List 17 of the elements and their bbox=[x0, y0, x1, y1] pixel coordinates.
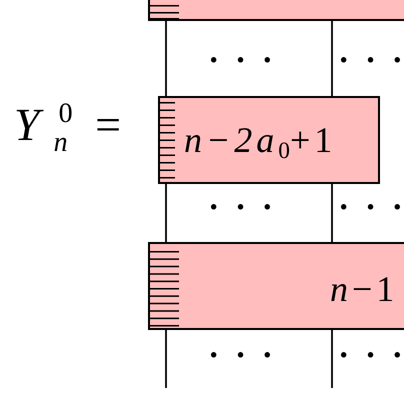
ellipsis: · · · bbox=[336, 48, 404, 71]
strand-line bbox=[165, 21, 167, 96]
ellipsis: · · · bbox=[206, 48, 275, 71]
hatched-box bbox=[148, 242, 404, 330]
strand-line bbox=[331, 21, 333, 96]
strand-line bbox=[331, 184, 333, 242]
hatched-box bbox=[158, 96, 380, 184]
math-expression: n−2a$_{0}$+1 bbox=[184, 122, 336, 164]
ellipsis: · · · bbox=[206, 343, 275, 366]
math-expression: n−1 bbox=[330, 271, 398, 307]
ellipsis: · · · bbox=[336, 343, 404, 366]
ellipsis: · · · bbox=[336, 195, 404, 218]
ellipsis: · · · bbox=[206, 195, 275, 218]
strand-line bbox=[165, 184, 167, 242]
strand-line bbox=[331, 330, 333, 388]
equation-label: Y$_{n}$$^{0}$ = bbox=[14, 100, 122, 157]
strand-line bbox=[165, 330, 167, 388]
